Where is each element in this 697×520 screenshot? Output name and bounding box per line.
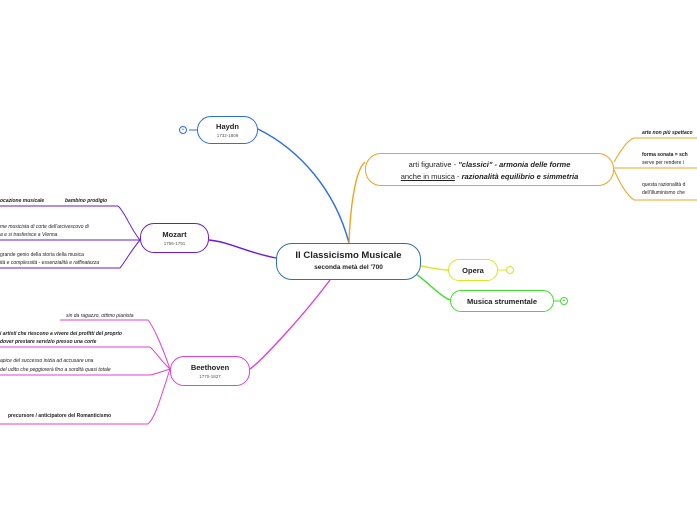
connector-arts-sub3 (613, 169, 635, 201)
arts-item-5: dell'illuminismo che (642, 190, 685, 196)
mozart-item-3: me musicista di corte dell'arcivescovo d… (0, 224, 89, 230)
arts-item-1: arte non più spettaco (642, 130, 693, 136)
beethoven-item-1: sin da ragazzo, ottimo pianista (66, 313, 134, 319)
mozart-item-5: grande genio della storia della musica (0, 252, 84, 258)
connector-opera (420, 265, 449, 271)
topic-mozart[interactable]: Mozart 1756-1791 (140, 223, 209, 253)
connector-beethoven (249, 279, 331, 370)
beethoven-item-3: dover prestare servizio presso una corte (0, 339, 97, 345)
topic-opera[interactable]: Opera (448, 259, 498, 281)
arts-item-3: serve per rendere i (642, 160, 684, 166)
beethoven-name: Beethoven (190, 363, 230, 372)
beethoven-item-4: apice del successo inizia ad accusare un… (0, 358, 94, 364)
arts-line1-plain: arti figurative - (408, 160, 459, 169)
haydn-expand-icon[interactable]: + (179, 126, 187, 134)
connector-beethoven-sub4 (147, 368, 171, 425)
strumentale-expand-icon[interactable]: + (560, 297, 568, 305)
haydn-name: Haydn (216, 122, 239, 131)
arts-line2-plain: - (454, 172, 462, 181)
mozart-item-2: bambino prodigio (65, 198, 108, 204)
connector-arts-sub1 (613, 137, 635, 163)
mozart-name: Mozart (162, 230, 187, 239)
connector-strumentale (415, 273, 451, 301)
connector-haydn (257, 128, 350, 244)
connector-beethoven-sub1 (147, 319, 171, 370)
mozart-item-1: ocazione musicale (0, 198, 45, 204)
mozart-years: 1756-1791 (163, 241, 186, 246)
topic-arti-figurative[interactable]: arti figurative - "classici" - armonia d… (365, 153, 614, 186)
central-topic[interactable]: Il Classicismo Musicale seconda metà del… (276, 243, 421, 280)
beethoven-item-6: precursore / anticipatore del Romanticis… (8, 413, 112, 419)
mozart-item-6: ità e complessità - essenzialità e raffi… (0, 260, 100, 266)
topic-musica-strumentale[interactable]: Musica strumentale (450, 290, 554, 312)
connector-mozart (208, 239, 277, 259)
arts-line2-underlined: anche in musica (400, 172, 455, 181)
beethoven-item-2: i artisti che riescono a vivere dei prof… (0, 331, 122, 337)
topic-haydn[interactable]: Haydn 1732-1809 (197, 116, 258, 144)
connector-mozart-sub3 (119, 239, 141, 269)
topic-beethoven[interactable]: Beethoven 1770-1827 (170, 356, 250, 386)
connector-mozart-sub1 (117, 205, 141, 241)
haydn-years: 1732-1809 (216, 133, 239, 138)
connector-beethoven-sub2 (149, 346, 171, 370)
connector-beethoven-sub3 (149, 368, 171, 376)
arts-item-4: questa razionalità d (642, 182, 686, 188)
arts-line-2: anche in musica - razionalità equilibrio… (366, 172, 613, 181)
arts-line2-italic: razionalità equilibrio e simmetria (461, 172, 579, 181)
connector-arts (348, 161, 366, 244)
beethoven-item-5: del udito che peggiorerà fino a sordità … (0, 367, 111, 373)
arts-line1-italic: "classici" - armonia delle forme (458, 160, 571, 169)
arts-item-2: forma sonata = sch (642, 152, 688, 158)
opera-fold-icon[interactable] (506, 266, 514, 274)
arts-line-1: arti figurative - "classici" - armonia d… (366, 160, 613, 169)
central-title: Il Classicismo Musicale (295, 250, 402, 261)
beethoven-years: 1770-1827 (199, 374, 221, 379)
opera-name: Opera (462, 266, 484, 275)
central-subtitle: seconda metà del '700 (314, 264, 383, 271)
strumentale-name: Musica strumentale (466, 297, 538, 306)
mozart-item-4: a e si trasferisce a Vienna (0, 232, 58, 238)
